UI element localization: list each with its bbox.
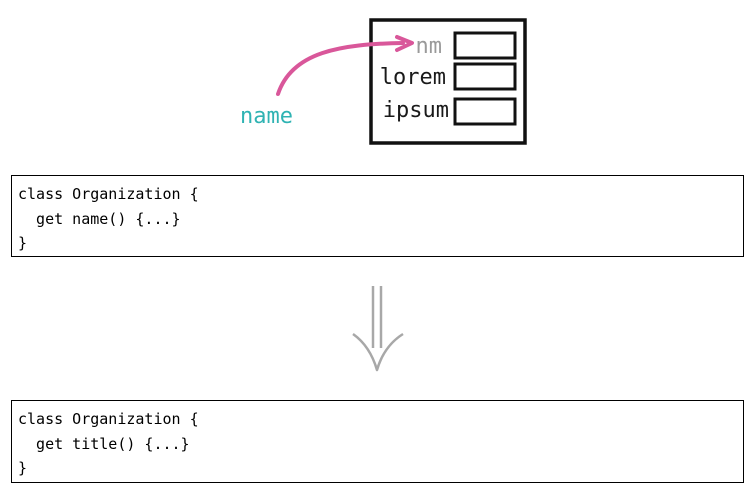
- record-diagram: nm lorem ipsum name: [240, 18, 527, 145]
- record-field-label-lorem: lorem: [380, 65, 446, 90]
- record-field-slot-2: [453, 62, 517, 91]
- code-after: class Organization { get title() {...} }: [11, 400, 744, 483]
- code-before: class Organization { get name() {...} }: [11, 175, 744, 257]
- code-line: get name() {...}: [18, 209, 181, 228]
- incoming-field-label: name: [240, 104, 293, 129]
- code-line: class Organization {: [18, 410, 199, 428]
- record-field-slot-3: [453, 97, 517, 126]
- record-field-label-ipsum: ipsum: [383, 98, 449, 123]
- rename-arrow: [276, 41, 405, 96]
- double-down-arrow-icon: [352, 286, 404, 372]
- record-field-slot-1: [453, 31, 517, 60]
- rename-arrowhead-icon: [395, 35, 414, 52]
- record-field-label-nm: nm: [416, 34, 443, 59]
- code-line: class Organization {: [18, 185, 199, 203]
- code-line: get title() {...}: [18, 434, 190, 453]
- code-line: }: [18, 234, 28, 252]
- code-line: }: [18, 459, 28, 477]
